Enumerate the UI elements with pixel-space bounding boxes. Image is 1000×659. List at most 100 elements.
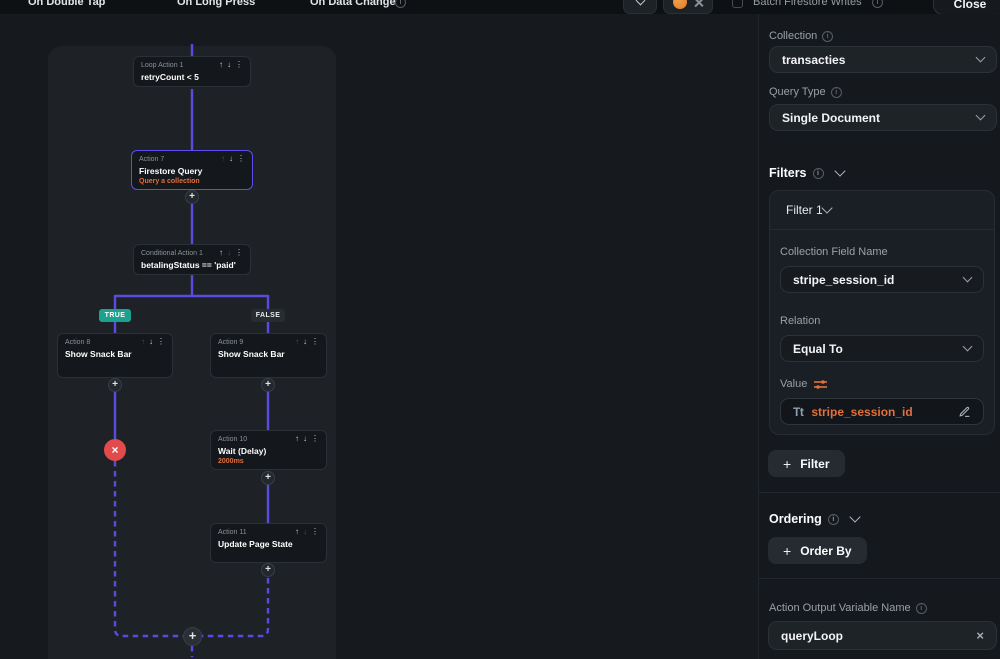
test-mode-button[interactable] [663,0,713,14]
add-action-button[interactable]: + [261,471,275,485]
plus-icon: + [783,542,792,559]
node-title: Update Page State [218,539,293,549]
move-up-icon[interactable]: ↑ [219,248,223,257]
add-filter-button[interactable]: + Filter [768,450,845,477]
node-action-9-show-snack-bar[interactable]: Action 9 ↑ ↓ ⋮ Show Snack Bar [210,333,327,378]
collection-field-dropdown[interactable]: stripe_session_id [780,266,984,293]
kebab-menu-icon[interactable]: ⋮ [157,337,165,346]
node-label: Action 9 [218,338,244,346]
tab-label: On Long Press [177,0,256,8]
kebab-menu-icon[interactable]: ⋮ [235,248,243,257]
value-text: stripe_session_id [811,404,913,419]
info-icon: i [827,513,839,525]
tab-label: On Data Change [310,0,396,8]
node-action-8-show-snack-bar[interactable]: Action 8 ↑ ↓ ⋮ Show Snack Bar [57,333,173,378]
move-down-icon[interactable]: ↓ [227,60,231,69]
node-action-10-wait-delay[interactable]: Action 10 ↑ ↓ ⋮ Wait (Delay) 2000ms [210,430,327,470]
add-order-by-label: Order By [800,543,852,558]
top-bar: On Double Tap On Long Press On Data Chan… [0,0,1000,14]
batch-writes-label: Batch Firestore Writes [753,0,862,8]
text-type-icon: Tt [793,404,804,419]
terminate-action-icon[interactable]: × [104,439,126,461]
node-label: Action 8 [65,338,91,346]
node-label: Action 10 [218,435,248,443]
false-branch-badge: FALSE [251,309,285,322]
kebab-menu-icon[interactable]: ⋮ [311,337,319,346]
divider [759,492,1000,493]
chevron-down-icon [962,341,973,352]
query-type-value: Single Document [782,110,881,125]
node-action-7-firestore-query[interactable]: Action 7 ↑ ↓ ⋮ Firestore Query Query a c… [131,150,253,190]
tab-on-data-change[interactable]: On Data Change [310,0,396,13]
chevron-down-icon [849,510,861,523]
filter-1-card: Filter 1 Collection Field Name stripe_se… [769,190,995,435]
move-up-icon[interactable]: ↑ [295,527,299,536]
node-subtitle: 2000ms [218,458,244,465]
move-down-icon[interactable]: ↓ [303,527,307,536]
add-order-by-button[interactable]: + Order By [768,537,867,564]
kebab-menu-icon[interactable]: ⋮ [237,154,245,163]
chevron-down-icon [975,110,986,121]
filter-1-header[interactable]: Filter 1 [770,191,994,230]
move-down-icon[interactable]: ↓ [229,154,233,163]
add-action-button[interactable]: + [261,563,275,577]
edit-pencil-icon[interactable] [958,405,971,418]
filters-section-header[interactable]: Filters i [769,164,997,180]
collection-value: transacties [782,52,846,67]
chevron-down-icon [962,272,973,283]
kebab-menu-icon[interactable]: ⋮ [311,527,319,536]
relation-dropdown[interactable]: Equal To [780,335,984,362]
collapse-dropdown-button[interactable] [623,0,657,14]
query-type-dropdown[interactable]: Single Document [769,104,997,131]
tab-on-double-tap[interactable]: On Double Tap [28,0,105,13]
add-action-button[interactable]: + [185,190,199,204]
node-title: Firestore Query [139,166,203,176]
plus-icon: + [783,455,792,472]
move-up-icon[interactable]: ↑ [295,337,299,346]
node-label: Action 11 [218,528,247,536]
add-action-button[interactable]: + [261,378,275,392]
clear-icon[interactable]: × [976,628,984,643]
move-up-icon[interactable]: ↑ [295,434,299,443]
batch-writes-checkbox[interactable] [732,0,743,13]
value-options-icon[interactable] [814,379,828,390]
value-label: Value [780,378,984,390]
move-down-icon[interactable]: ↓ [303,434,307,443]
add-filter-label: Filter [800,456,830,471]
move-down-icon[interactable]: ↓ [149,337,153,346]
node-conditional-action-1[interactable]: Conditional Action 1 ↑ ↓ ⋮ betalingStatu… [133,244,251,275]
tab-on-long-press[interactable]: On Long Press [177,0,255,13]
node-title: Show Snack Bar [65,349,132,359]
close-button-label: Close [953,0,987,11]
node-title: Wait (Delay) [218,446,267,456]
move-up-icon[interactable]: ↑ [141,337,145,346]
kebab-menu-icon[interactable]: ⋮ [235,60,243,69]
info-icon: i [830,86,842,98]
output-variable-value: queryLoop [781,628,843,643]
move-down-icon[interactable]: ↓ [303,337,307,346]
close-button[interactable]: Close [933,0,1000,14]
relation-value: Equal To [793,341,843,356]
move-down-icon[interactable]: ↓ [227,248,231,257]
value-field[interactable]: Tt stripe_session_id [780,398,984,425]
node-loop-action-1[interactable]: Loop Action 1 ↑ ↓ ⋮ retryCount < 5 [133,56,251,87]
collection-dropdown[interactable]: transacties [769,46,997,73]
collection-label: Collection i [769,30,834,42]
move-up-icon[interactable]: ↑ [219,60,223,69]
move-up-icon[interactable]: ↑ [221,154,225,163]
node-label: Action 7 [139,155,165,163]
action-output-variable-input[interactable]: queryLoop × [768,621,997,650]
add-action-button[interactable]: + [108,378,122,392]
true-branch-badge: TRUE [99,309,131,322]
divider [759,578,1000,579]
ordering-section-header[interactable]: Ordering i [769,510,997,526]
node-action-11-update-page-state[interactable]: Action 11 ↑ ↓ ⋮ Update Page State [210,523,327,563]
query-type-label: Query Type i [769,86,842,98]
node-label: Loop Action 1 [141,61,184,69]
chevron-down-icon [833,164,846,177]
kebab-menu-icon[interactable]: ⋮ [311,434,319,443]
add-action-button-merge[interactable]: + [183,627,202,646]
chevron-down-icon [635,0,645,6]
info-icon: i [822,30,834,42]
collection-field-value: stripe_session_id [793,272,895,287]
